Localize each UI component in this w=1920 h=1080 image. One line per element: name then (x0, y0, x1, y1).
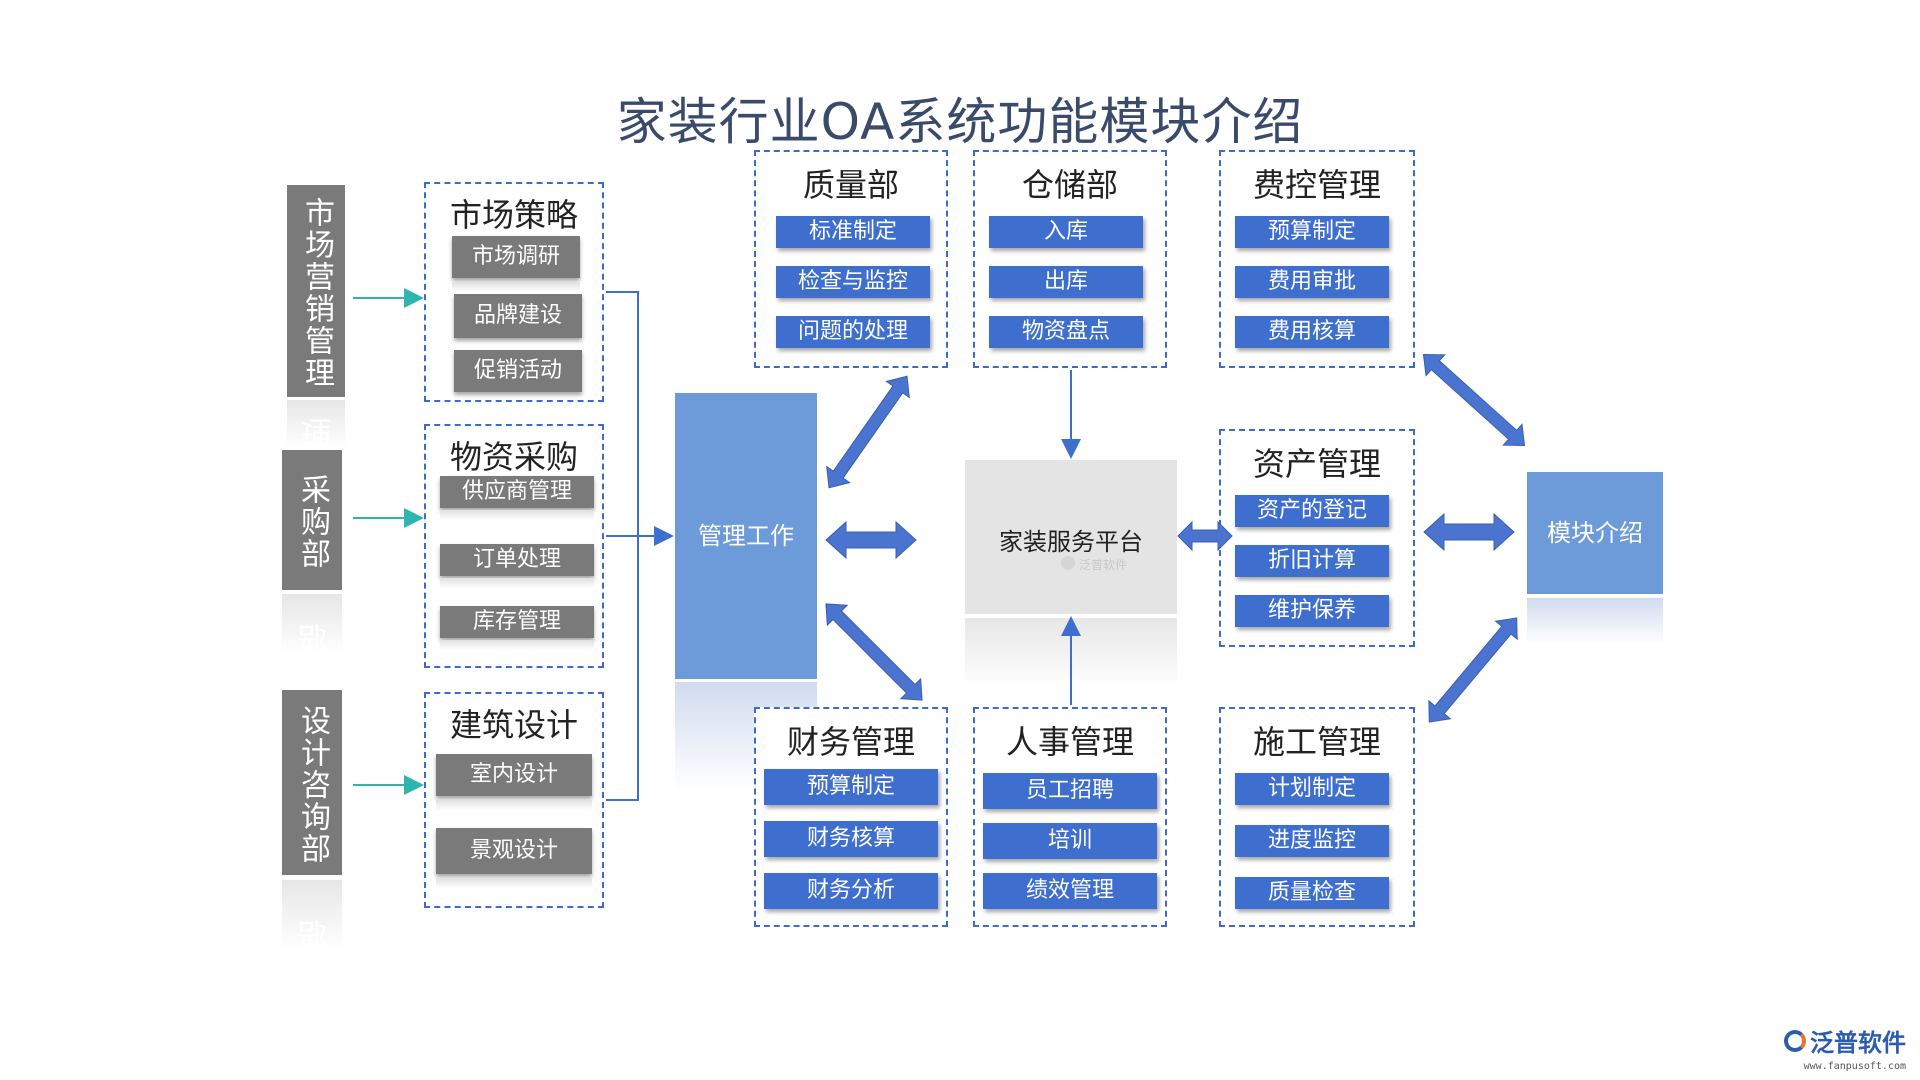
box-material-purchasing-title: 物资采购 (449, 438, 578, 476)
btn-standard-setting[interactable]: 标准制定 (776, 216, 930, 248)
btn-quality-inspection[interactable]: 质量检查 (1235, 877, 1389, 909)
box-market-strategy-title: 市场策略 (449, 196, 578, 234)
page-title: 家装行业OA系统功能模块介绍 (616, 93, 1304, 151)
btn-stock-in[interactable]: 入库 (989, 216, 1143, 248)
box-expense-control-title: 费控管理 (1252, 166, 1381, 204)
box-asset-management: 资产管理 资产的登记 折旧计算 维护保养 (1219, 429, 1415, 647)
dept-marketing: 市场营销管理 (287, 185, 345, 397)
box-market-strategy: 市场策略 市场调研 品牌建设 促销活动 (424, 182, 604, 402)
btn-inventory-management[interactable]: 库存管理 (440, 606, 594, 638)
btn-reflection (440, 640, 594, 650)
box-finance-management: 财务管理 预算制定 财务核算 财务分析 (754, 707, 948, 927)
btn-brand-building[interactable]: 品牌建设 (454, 294, 582, 338)
box-hr-management-title: 人事管理 (1005, 723, 1134, 761)
box-construction-management-title: 施工管理 (1252, 723, 1381, 761)
double-arrow-asset-module (1423, 512, 1515, 552)
dept-purchasing: 采购部 (282, 450, 342, 590)
dept-design-reflection: 部 (282, 880, 342, 950)
brand-logo-icon (1784, 1029, 1806, 1052)
btn-training[interactable]: 培训 (983, 823, 1157, 859)
btn-finance-budget[interactable]: 预算制定 (764, 769, 938, 805)
box-expense-control: 费控管理 预算制定 费用审批 费用核算 (1219, 150, 1415, 368)
box-construction-management: 施工管理 计划制定 进度监控 质量检查 (1219, 707, 1415, 927)
btn-progress-monitoring[interactable]: 进度监控 (1235, 825, 1389, 857)
double-arrow-mgmt-quality (826, 375, 910, 489)
box-quality-dept: 质量部 标准制定 检查与监控 问题的处理 (754, 150, 948, 368)
double-arrow-mgmt-finance (825, 603, 923, 701)
btn-reflection (440, 510, 594, 520)
module-intro-reflection (1527, 598, 1663, 644)
btn-issue-handling[interactable]: 问题的处理 (776, 316, 930, 348)
module-intro-block[interactable]: 模块介绍 (1527, 472, 1663, 594)
box-warehouse-dept-title: 仓储部 (1021, 166, 1118, 204)
dept-purchasing-reflection: 部 (282, 594, 342, 654)
platform-label: 家装服务平台 (999, 528, 1143, 556)
btn-reflection (452, 282, 580, 292)
btn-reflection (436, 878, 592, 888)
dept-marketing-reflection: 理 (287, 400, 345, 448)
box-asset-management-title: 资产管理 (1252, 445, 1381, 483)
box-architecture-design: 建筑设计 室内设计 景观设计 (424, 692, 604, 908)
box-architecture-design-title: 建筑设计 (449, 706, 578, 744)
btn-reflection (440, 578, 594, 588)
btn-promotion[interactable]: 促销活动 (454, 350, 582, 392)
btn-supplier-management[interactable]: 供应商管理 (440, 476, 594, 508)
box-material-purchasing: 物资采购 供应商管理 订单处理 库存管理 (424, 424, 604, 668)
double-arrow-expense-module (1422, 353, 1526, 447)
box-quality-dept-title: 质量部 (802, 166, 899, 204)
btn-budget-setting[interactable]: 预算制定 (1235, 216, 1389, 248)
btn-finance-accounting[interactable]: 财务核算 (764, 821, 938, 857)
platform-watermark: 泛普软件 (1079, 558, 1128, 572)
btn-expense-approval[interactable]: 费用审批 (1235, 266, 1389, 298)
btn-interior-design[interactable]: 室内设计 (436, 754, 592, 796)
double-arrow-mgmt-platform (825, 520, 917, 560)
double-arrow-construction-module (1428, 617, 1518, 723)
btn-landscape-design[interactable]: 景观设计 (436, 828, 592, 874)
box-finance-management-title: 财务管理 (786, 723, 915, 761)
left-bracket (606, 291, 639, 801)
dept-design-label: 设计咨询部 (295, 704, 330, 865)
btn-asset-registration[interactable]: 资产的登记 (1235, 495, 1389, 527)
btn-recruitment[interactable]: 员工招聘 (983, 773, 1157, 809)
management-work-block[interactable]: 管理工作 (675, 393, 817, 679)
dept-purchasing-label: 采购部 (295, 474, 330, 570)
btn-inspection-monitoring[interactable]: 检查与监控 (776, 266, 930, 298)
double-arrow-platform-asset (1177, 520, 1233, 552)
footer-url: www.fanpusoft.com (1803, 1061, 1906, 1072)
btn-stock-out[interactable]: 出库 (989, 266, 1143, 298)
btn-inventory-count[interactable]: 物资盘点 (989, 316, 1143, 348)
dept-design: 设计咨询部 (282, 690, 342, 875)
btn-depreciation[interactable]: 折旧计算 (1235, 545, 1389, 577)
dept-marketing-label: 市场营销管理 (299, 197, 334, 389)
home-service-platform[interactable]: 家装服务平台 泛普软件 (965, 460, 1177, 614)
footer-brand: 泛普软件 (1784, 1023, 1906, 1058)
box-hr-management: 人事管理 员工招聘 培训 绩效管理 (973, 707, 1167, 927)
btn-performance[interactable]: 绩效管理 (983, 873, 1157, 909)
watermark-logo-icon (1061, 556, 1075, 570)
box-warehouse-dept: 仓储部 入库 出库 物资盘点 (973, 150, 1167, 368)
btn-finance-analysis[interactable]: 财务分析 (764, 873, 938, 909)
brand-logo-text: 泛普软件 (1810, 1029, 1906, 1057)
btn-reflection (436, 800, 592, 810)
btn-order-processing[interactable]: 订单处理 (440, 544, 594, 576)
btn-market-research[interactable]: 市场调研 (452, 236, 580, 278)
btn-plan-setting[interactable]: 计划制定 (1235, 773, 1389, 805)
btn-expense-accounting[interactable]: 费用核算 (1235, 316, 1389, 348)
btn-maintenance[interactable]: 维护保养 (1235, 595, 1389, 627)
